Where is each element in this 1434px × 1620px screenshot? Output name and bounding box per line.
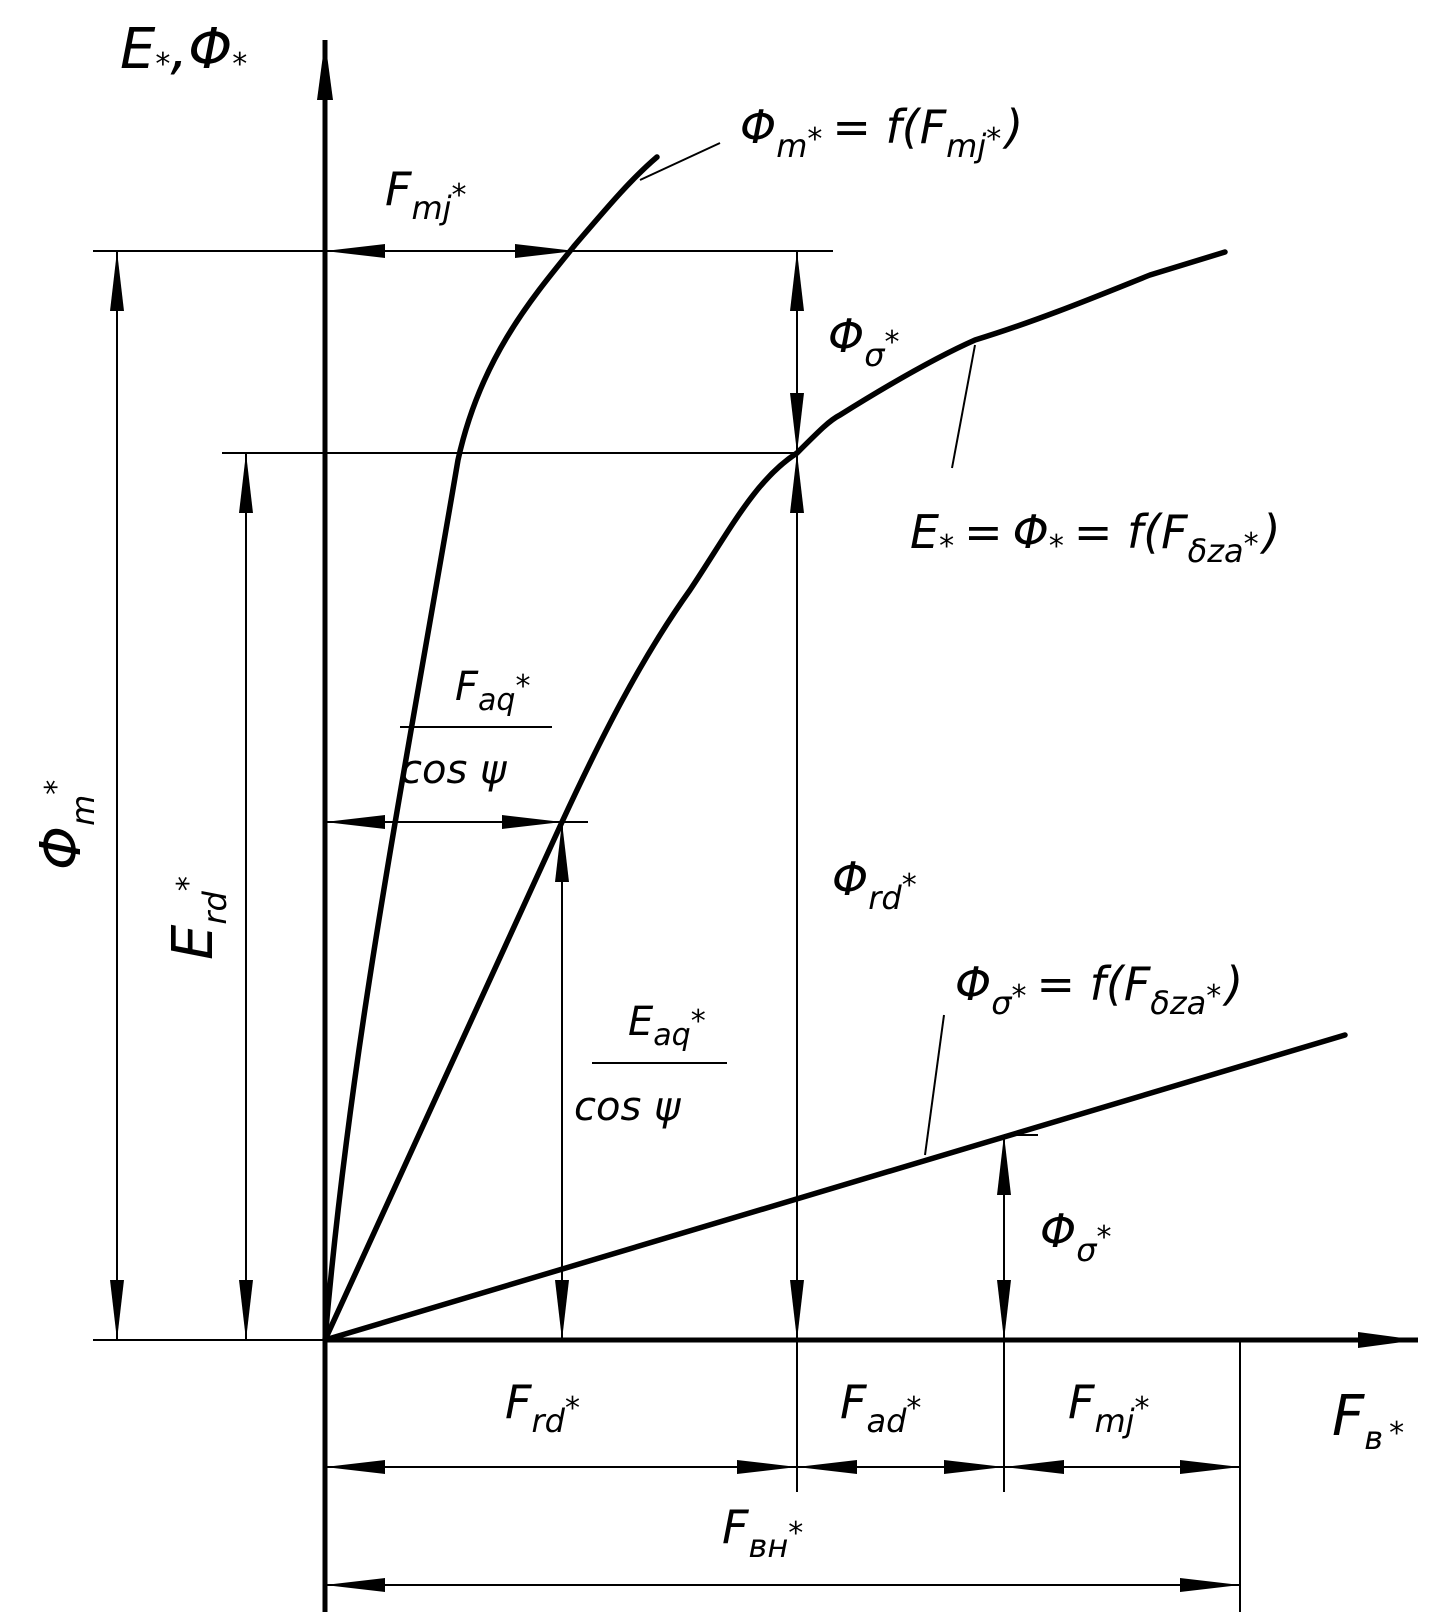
f-aq-denominator: cos ψ <box>400 747 508 793</box>
f-mj-top-label: Fmj* <box>385 162 467 227</box>
phi-m-dimension-label: Φm* <box>29 780 102 870</box>
main-curve-leader <box>951 344 976 469</box>
f-mj-bottom-label: Fmj* <box>1068 1375 1150 1440</box>
main-curve-label: E*=Φ*= f(Fδza*) <box>910 505 1281 570</box>
phi-sigma-gap-label: Φσ* <box>828 309 900 374</box>
e-rd-dimension-label: Erd* <box>161 876 234 960</box>
x-axis-label: Fв* <box>1332 1384 1404 1457</box>
phi-sigma-curve <box>322 1032 1348 1343</box>
main-curve <box>322 249 1228 1343</box>
phi-m-curve-label: Φm*= f(Fmj*) <box>740 100 1023 165</box>
phi-sigma-curve-label: Φσ*= f(Fδza*) <box>955 957 1243 1022</box>
phi-m-leader <box>639 142 721 181</box>
phi-sigma-right-label: Φσ* <box>1040 1204 1112 1269</box>
e-aq-numerator: Eaq* <box>628 999 706 1053</box>
f-ad-label: Fad* <box>840 1375 921 1440</box>
f-vn-label: Fвн* <box>722 1500 803 1565</box>
phi-sigma-leader <box>924 1014 945 1156</box>
e-aq-denominator: cos ψ <box>574 1084 682 1130</box>
f-aq-numerator: Faq* <box>455 664 530 718</box>
phi-rd-label: Φrd* <box>832 852 917 917</box>
phi-m-curve <box>322 154 660 1343</box>
y-axis-label: E*,Φ* <box>120 17 247 82</box>
f-rd-label: Frd* <box>505 1375 580 1440</box>
